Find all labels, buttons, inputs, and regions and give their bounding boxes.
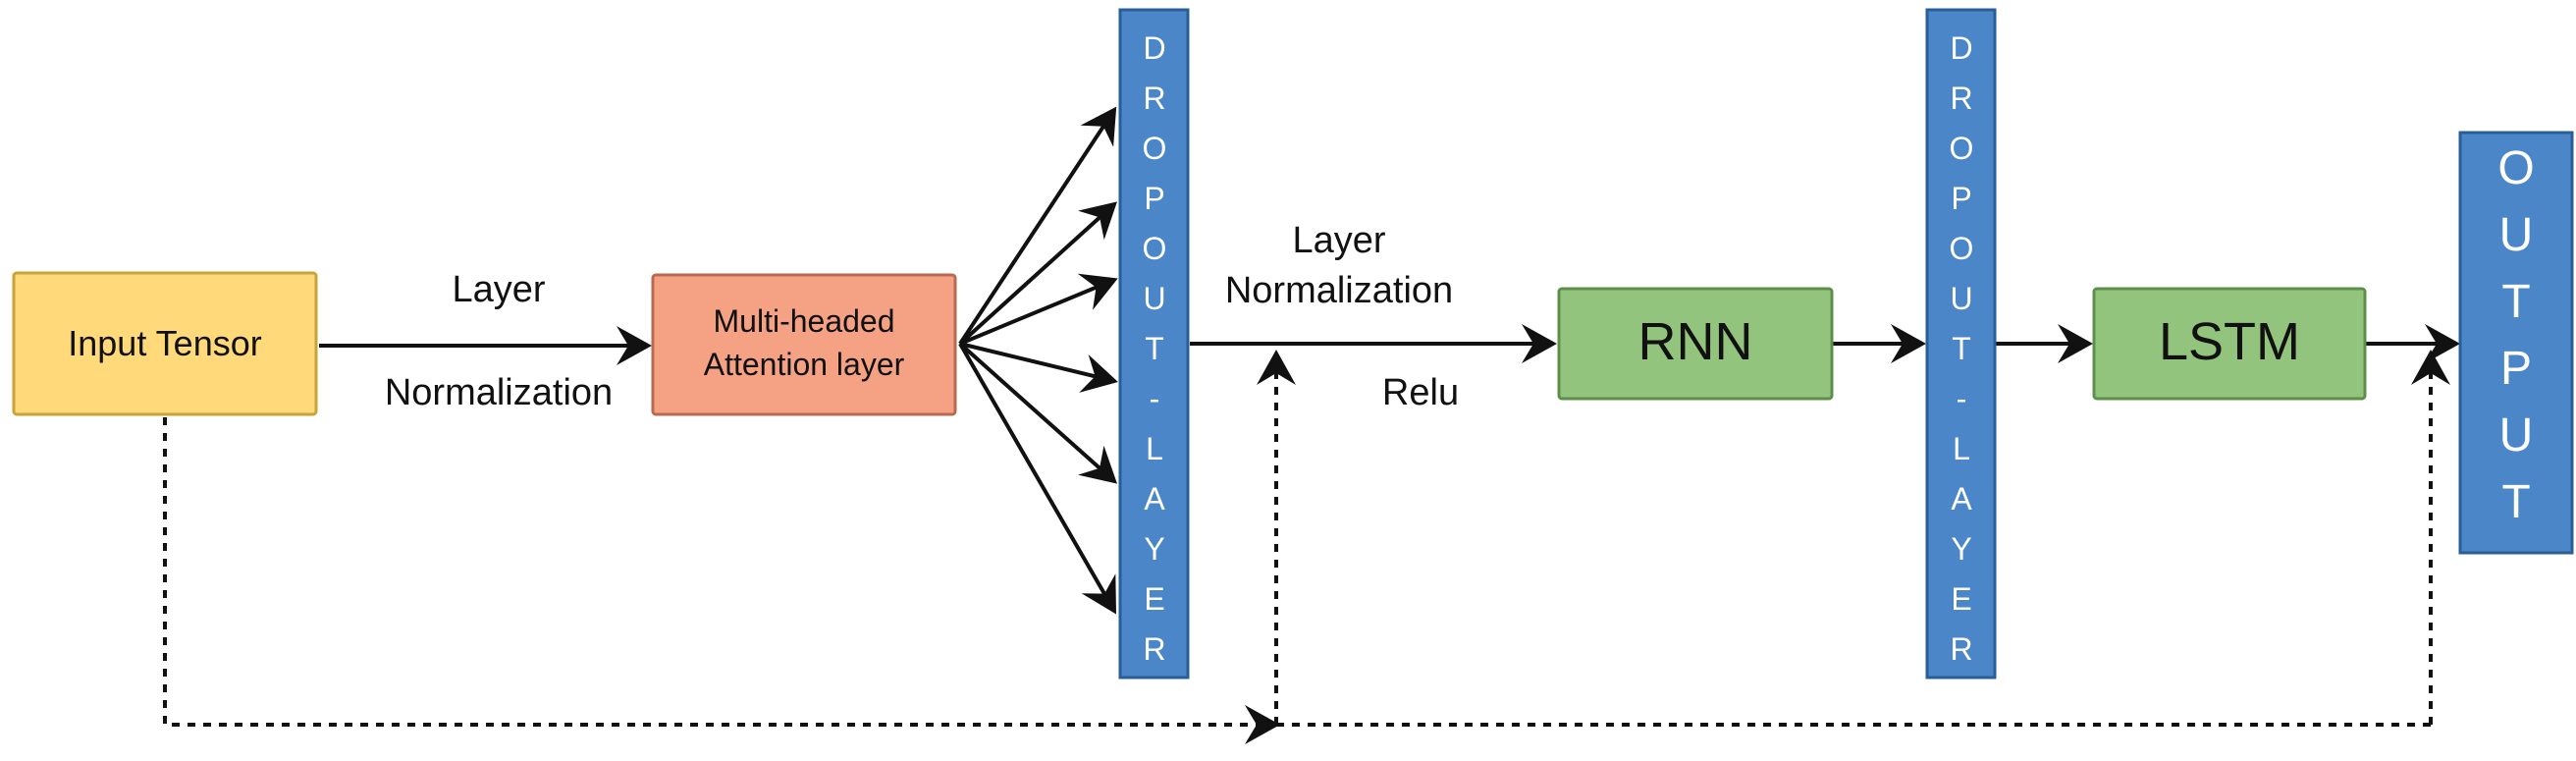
dropout-1-letter: T <box>1145 331 1164 366</box>
attention-label-line2: Attention layer <box>704 347 905 382</box>
output-letter: T <box>2501 476 2530 528</box>
output-bar <box>2458 131 2574 555</box>
dropout-2-letter: R <box>1950 631 1972 667</box>
label-input-layer: Layer <box>452 269 545 310</box>
dropout-2-letter: R <box>1950 81 1972 116</box>
dropout-1-letter: R <box>1143 81 1165 116</box>
edges <box>319 106 2460 615</box>
dropout-2-letter: D <box>1950 30 1972 66</box>
node-rnn: RNN <box>1557 287 1834 401</box>
dropout-1-letter: D <box>1143 30 1165 66</box>
dropout-2-letter: O <box>1950 231 1974 266</box>
rnn-label: RNN <box>1638 312 1753 371</box>
edge-attention-fan-4 <box>959 342 1118 393</box>
dropout-1-letter: A <box>1144 481 1165 516</box>
label-relu: Relu <box>1382 372 1459 413</box>
input-tensor-label: Input Tensor <box>68 323 261 363</box>
edge-attention-fan-2 <box>958 201 1117 346</box>
dropout-2-letter: O <box>1950 131 1974 166</box>
output-letter: T <box>2501 276 2530 328</box>
dropout-1-bar <box>1118 8 1190 679</box>
output-letter: U <box>2499 209 2534 261</box>
edge-attention-fan-1 <box>958 106 1117 346</box>
dropout-1-letter: E <box>1144 581 1164 617</box>
dropout-2-letter: Y <box>1951 531 1971 567</box>
node-attention: Multi-headed Attention layer <box>651 273 957 416</box>
attention-label-line1: Multi-headed <box>714 303 895 339</box>
edge-attention-fan-6 <box>958 343 1116 615</box>
edge-attention-fan-3 <box>959 273 1118 346</box>
dropout-2-bar <box>1925 8 1997 679</box>
residual-input-bottom-line <box>163 417 1280 744</box>
lstm-box <box>2092 287 2367 401</box>
dropout-2-letter: E <box>1951 581 1971 617</box>
node-lstm: LSTM <box>2092 287 2367 401</box>
attention-box <box>651 273 957 416</box>
dropout-1-letter: U <box>1143 281 1165 316</box>
dropout-2-letter: A <box>1951 481 1972 516</box>
label-dropout-normalization: Normalization <box>1225 270 1453 311</box>
dropout-1-letter: O <box>1143 131 1167 166</box>
node-input-tensor: Input Tensor <box>12 271 318 416</box>
dropout-2-letter: T <box>1952 331 1971 366</box>
lstm-label: LSTM <box>2159 312 2300 371</box>
label-dropout-layer: Layer <box>1292 220 1385 261</box>
residual-edges <box>163 350 2450 744</box>
output-letter: O <box>2497 142 2534 194</box>
edge-attention-fan-5 <box>958 342 1117 484</box>
rnn-box <box>1557 287 1834 401</box>
dropout-2-letter: - <box>1957 381 1967 416</box>
dropout-1-letter: P <box>1144 181 1164 216</box>
dropout-1-letter: - <box>1150 381 1160 416</box>
dropout-2-letter: U <box>1950 281 1972 316</box>
dropout-1-letter: L <box>1146 431 1163 466</box>
dropout-1-letter: R <box>1143 631 1165 667</box>
dropout-2-letter: P <box>1951 181 1971 216</box>
input-tensor-box <box>12 271 318 416</box>
label-input-normalization: Normalization <box>385 372 613 413</box>
dropout-1-letter: Y <box>1144 531 1164 567</box>
dropout-1-letter: O <box>1143 231 1167 266</box>
output-letter: U <box>2499 409 2534 462</box>
output-letter: P <box>2500 343 2532 395</box>
dropout-2-letter: L <box>1953 431 1970 466</box>
